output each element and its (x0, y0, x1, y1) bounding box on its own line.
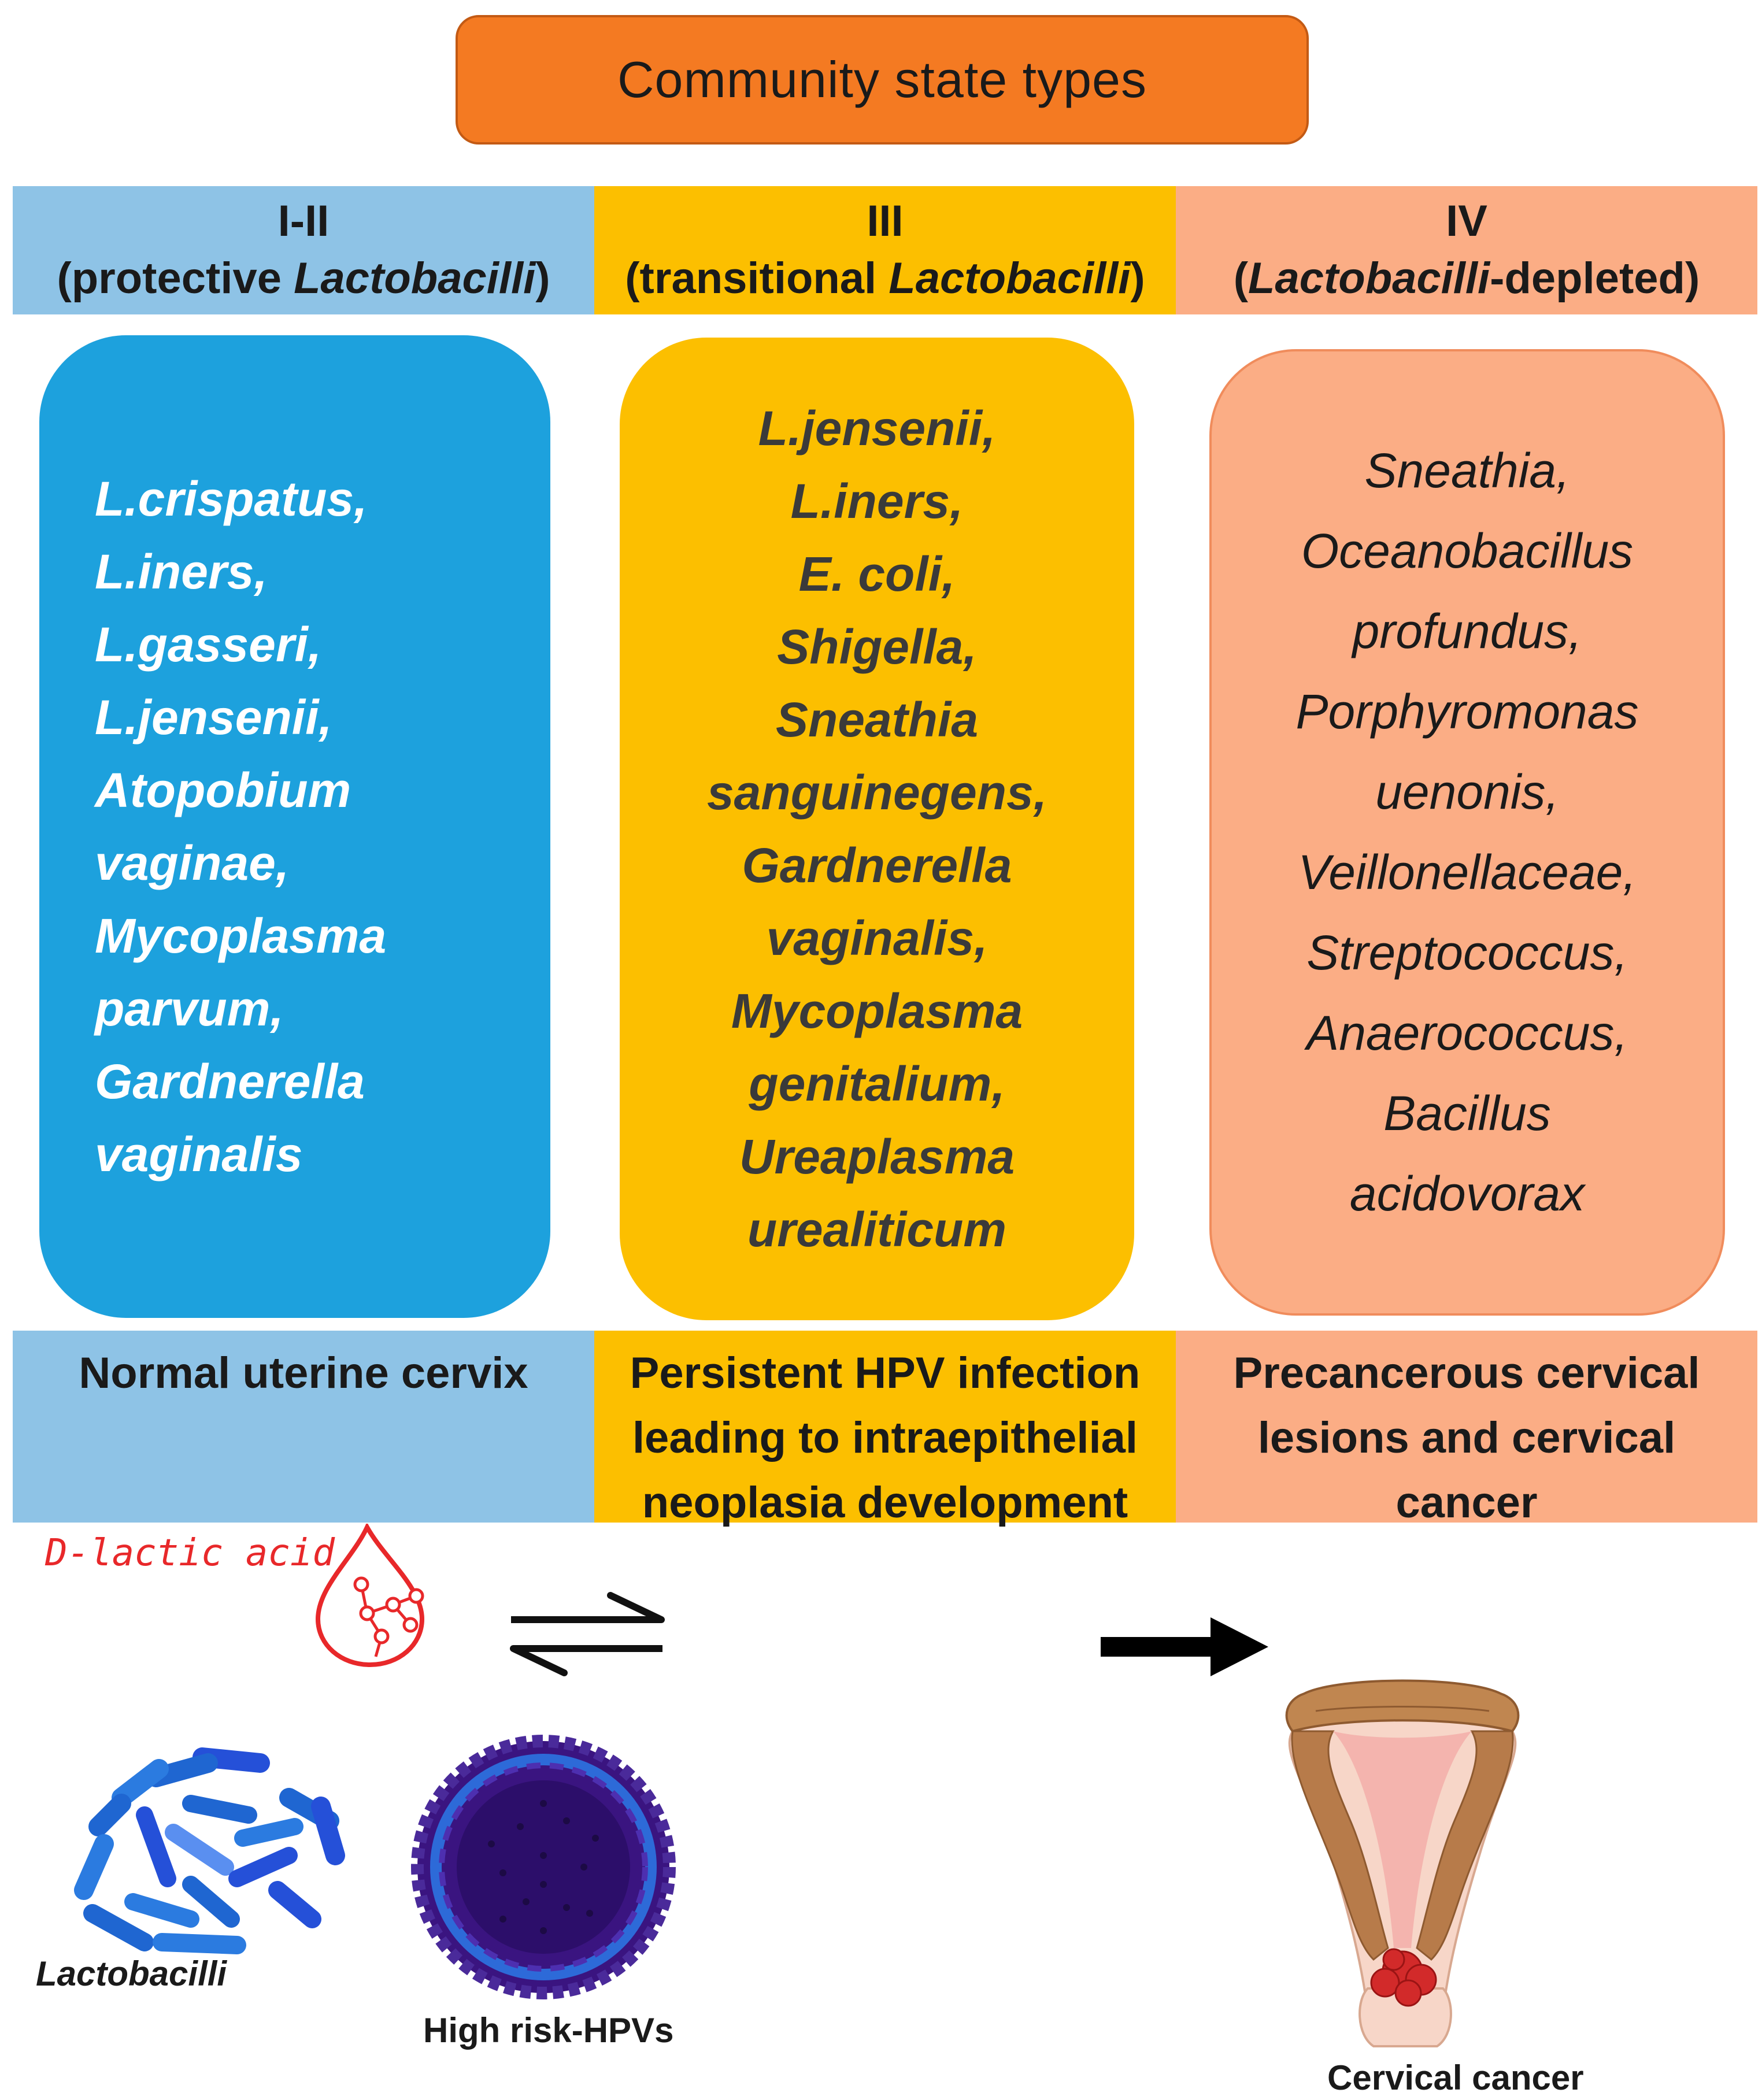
species-item: vaginalis, (766, 911, 988, 965)
title-box: Community state types (456, 15, 1309, 145)
species-item: vaginalis (95, 1127, 303, 1182)
cervical-cancer-caption: Cervical cancer (1327, 2058, 1584, 2097)
species-item: L.gasseri, (95, 617, 322, 672)
outcome-line: leading to intraepithelial (632, 1413, 1138, 1462)
species-item: L.iners, (95, 545, 268, 599)
species-item: Mycoplasma (95, 909, 387, 963)
species-item: E. coli, (798, 547, 956, 601)
species-item: uenonis, (1375, 765, 1559, 819)
species-item: Atopobium (95, 763, 351, 817)
species-item: parvum, (95, 982, 284, 1036)
species-item: Anaerococcus, (1306, 1006, 1628, 1060)
header-cst-1-2: I-II (protective Lactobacilli) (13, 186, 594, 314)
outcome-line: Precancerous cervical (1233, 1349, 1700, 1398)
species-item: L.crispatus, (95, 472, 368, 526)
header-subtitle: (protective Lactobacilli) (57, 254, 550, 303)
right-arrow-icon (1101, 1617, 1268, 1676)
lactobacilli-caption: Lactobacilli (36, 1954, 227, 1993)
species-item: Oceanobacillus (1301, 524, 1634, 578)
header-number: I-II (277, 197, 330, 246)
species-item: Sneathia (775, 692, 979, 747)
hpv-virus-icon (411, 1735, 676, 1999)
species-item: Porphyromonas (1295, 684, 1639, 739)
equilibrium-arrows-icon (510, 1592, 665, 1676)
species-item: Mycoplasma (731, 984, 1023, 1038)
outcome-line: cancer (1395, 1478, 1538, 1527)
species-item: Ureaplasma (739, 1129, 1015, 1184)
species-item: L.iners, (790, 474, 964, 528)
outcome-cst-1-2: Normal uterine cervix (13, 1331, 594, 1523)
acid-drop-molecule-icon (315, 1524, 425, 1668)
header-cst-4: IV (Lactobacilli-depleted) (1176, 186, 1757, 314)
header-number: IV (1446, 197, 1487, 246)
species-item: Bacillus (1383, 1086, 1551, 1140)
species-item: Streptococcus, (1306, 925, 1628, 980)
species-item: sanguinegens, (706, 765, 1047, 820)
header-subtitle: (transitional Lactobacilli) (625, 254, 1145, 303)
d-lactic-acid-label: D-lactic acid (45, 1532, 335, 1575)
outcome-cst-4: Precancerous cervical lesions and cervic… (1176, 1331, 1757, 1527)
species-item: L.jensenii, (758, 401, 996, 455)
uterus-cancer-icon (1285, 1679, 1520, 2047)
outcome-line: neoplasia development (642, 1478, 1128, 1527)
species-item: urealiticum (747, 1202, 1007, 1257)
species-item: genitalium, (749, 1057, 1005, 1111)
header-cst-3: III (transitional Lactobacilli) (594, 186, 1176, 314)
species-item: Veillonellaceae, (1298, 845, 1637, 899)
species-item: acidovorax (1349, 1166, 1585, 1221)
species-box-cst-1-2: L.crispatus, L.iners, L.gasseri, L.jense… (39, 335, 550, 1318)
species-item: Shigella, (777, 620, 977, 674)
outcome-line: Normal uterine cervix (79, 1349, 528, 1398)
header-subtitle: (Lactobacilli-depleted) (1233, 254, 1700, 303)
species-item: Gardnerella (95, 1054, 365, 1109)
lactobacilli-bacteria-icon (74, 1747, 345, 1954)
header-number: III (867, 197, 904, 246)
species-item: Sneathia, (1364, 443, 1570, 498)
species-item: L.jensenii, (95, 690, 332, 745)
species-item: profundus, (1352, 604, 1582, 658)
species-box-cst-3: L.jensenii, L.iners, E. coli, Shigella, … (620, 338, 1134, 1320)
hpv-caption: High risk-HPVs (423, 2011, 674, 2050)
diagram-title: Community state types (617, 51, 1147, 108)
outcome-line: lesions and cervical (1257, 1413, 1676, 1462)
outcome-cst-3: Persistent HPV infection leading to intr… (594, 1331, 1176, 1527)
outcome-line: Persistent HPV infection (630, 1349, 1141, 1398)
species-item: Gardnerella (742, 838, 1012, 892)
species-item: vaginae, (95, 836, 290, 890)
species-box-cst-4: Sneathia, Oceanobacillus profundus, Porp… (1209, 349, 1725, 1316)
